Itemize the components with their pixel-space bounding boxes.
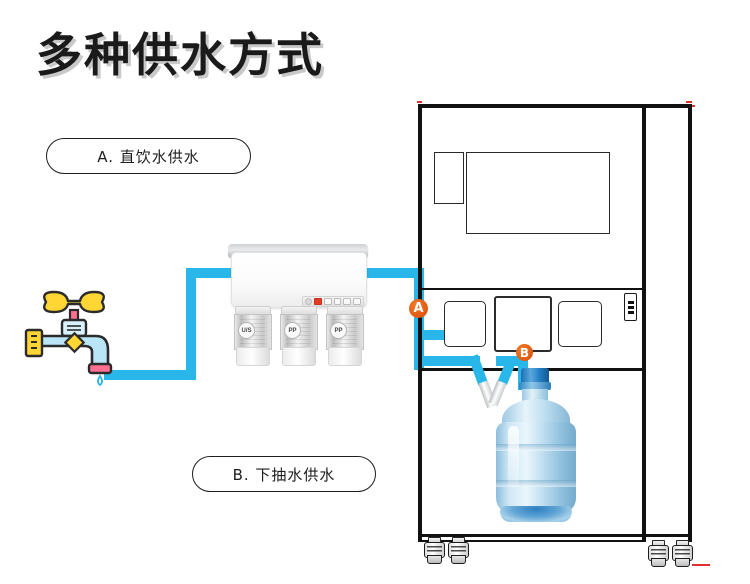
cartridge-label: PP — [330, 322, 347, 339]
filter-cartridge: PP — [326, 306, 364, 366]
bottle-bottom — [500, 506, 572, 522]
cartridge-base — [236, 347, 270, 366]
bottle-neck-ring — [519, 382, 551, 390]
bottle-neck — [522, 389, 548, 401]
filter-indicator-4 — [353, 298, 361, 305]
caster-wheel — [451, 555, 466, 564]
cartridge-label: PP — [284, 322, 301, 339]
filter-cartridge: U/S — [234, 306, 272, 366]
pipe-out-of-filter — [358, 268, 424, 278]
cartridge-base — [328, 347, 362, 366]
lock-panel-bar — [627, 300, 634, 304]
caster-wheel-icon — [648, 540, 669, 567]
caster-wheel — [675, 558, 690, 567]
cabinet-panel-small — [434, 152, 464, 204]
badge-b[interactable]: B — [516, 344, 533, 361]
cabinet-slot-right — [558, 301, 602, 347]
cabinet-display-panel — [466, 152, 610, 234]
cabinet-slot-left — [444, 301, 486, 347]
bottom-right-tick — [692, 564, 710, 566]
caster-wheel-icon — [424, 537, 445, 564]
faucet-svg — [24, 290, 113, 387]
pipe-riser-vertical — [186, 268, 196, 380]
corner-tick-right-2 — [691, 105, 695, 107]
bottle-cap — [521, 368, 549, 384]
vending-machine-cabinet — [408, 96, 710, 567]
pipe-cabinet-bottom-run — [414, 356, 480, 366]
lock-panel-bar — [627, 310, 634, 314]
page-title: 多种供水方式 — [36, 28, 324, 82]
cartridge-label: U/S — [238, 322, 255, 339]
filter-indicator-3 — [343, 298, 352, 305]
caster-wheel-icon — [448, 537, 469, 564]
lock-panel-bar — [627, 305, 634, 309]
cabinet-right-wall — [688, 104, 692, 542]
filter-indicator-red — [313, 298, 322, 305]
filter-indicator-2 — [333, 298, 342, 305]
water-bottle-icon — [492, 368, 580, 524]
cabinet-base-line-2 — [420, 540, 642, 542]
label-pill-b-text: B. 下抽水供水 — [232, 465, 336, 484]
badge-a[interactable]: A — [409, 299, 428, 318]
faucet-icon — [18, 282, 130, 387]
cabinet-top-rail — [418, 104, 692, 108]
filter-cartridge: PP — [280, 306, 318, 366]
cabinet-base-line — [418, 534, 692, 537]
label-pill-a: A. 直饮水供水 — [46, 138, 251, 174]
corner-tick-right — [686, 101, 692, 103]
caster-wheel — [427, 555, 442, 564]
pipe-cabinet-inlet — [414, 330, 450, 340]
cabinet-left-wall — [418, 104, 422, 542]
label-pill-b: B. 下抽水供水 — [192, 456, 376, 492]
corner-tick-left — [417, 101, 422, 103]
caster-wheel — [651, 558, 666, 567]
filter-indicator-1 — [323, 298, 332, 305]
caster-wheel-icon — [672, 540, 693, 567]
badge-a-text: A — [413, 301, 424, 316]
filter-housing — [231, 252, 367, 308]
pipe-faucet-to-riser — [104, 370, 196, 380]
label-pill-a-text: A. 直饮水供水 — [97, 147, 200, 166]
water-filter-unit: U/S PP PP — [228, 240, 368, 368]
badge-b-text: B — [519, 345, 530, 360]
cartridge-base — [282, 347, 316, 366]
lock-panel-icon[interactable] — [624, 293, 637, 321]
bottle-highlight — [508, 426, 519, 488]
filter-indicator-dot — [305, 298, 312, 305]
suction-tube-top-bridge — [496, 356, 522, 366]
cabinet-shelf-line-upper — [420, 288, 644, 290]
cabinet-door-divider — [642, 106, 646, 542]
pipe-into-filter — [186, 268, 238, 278]
